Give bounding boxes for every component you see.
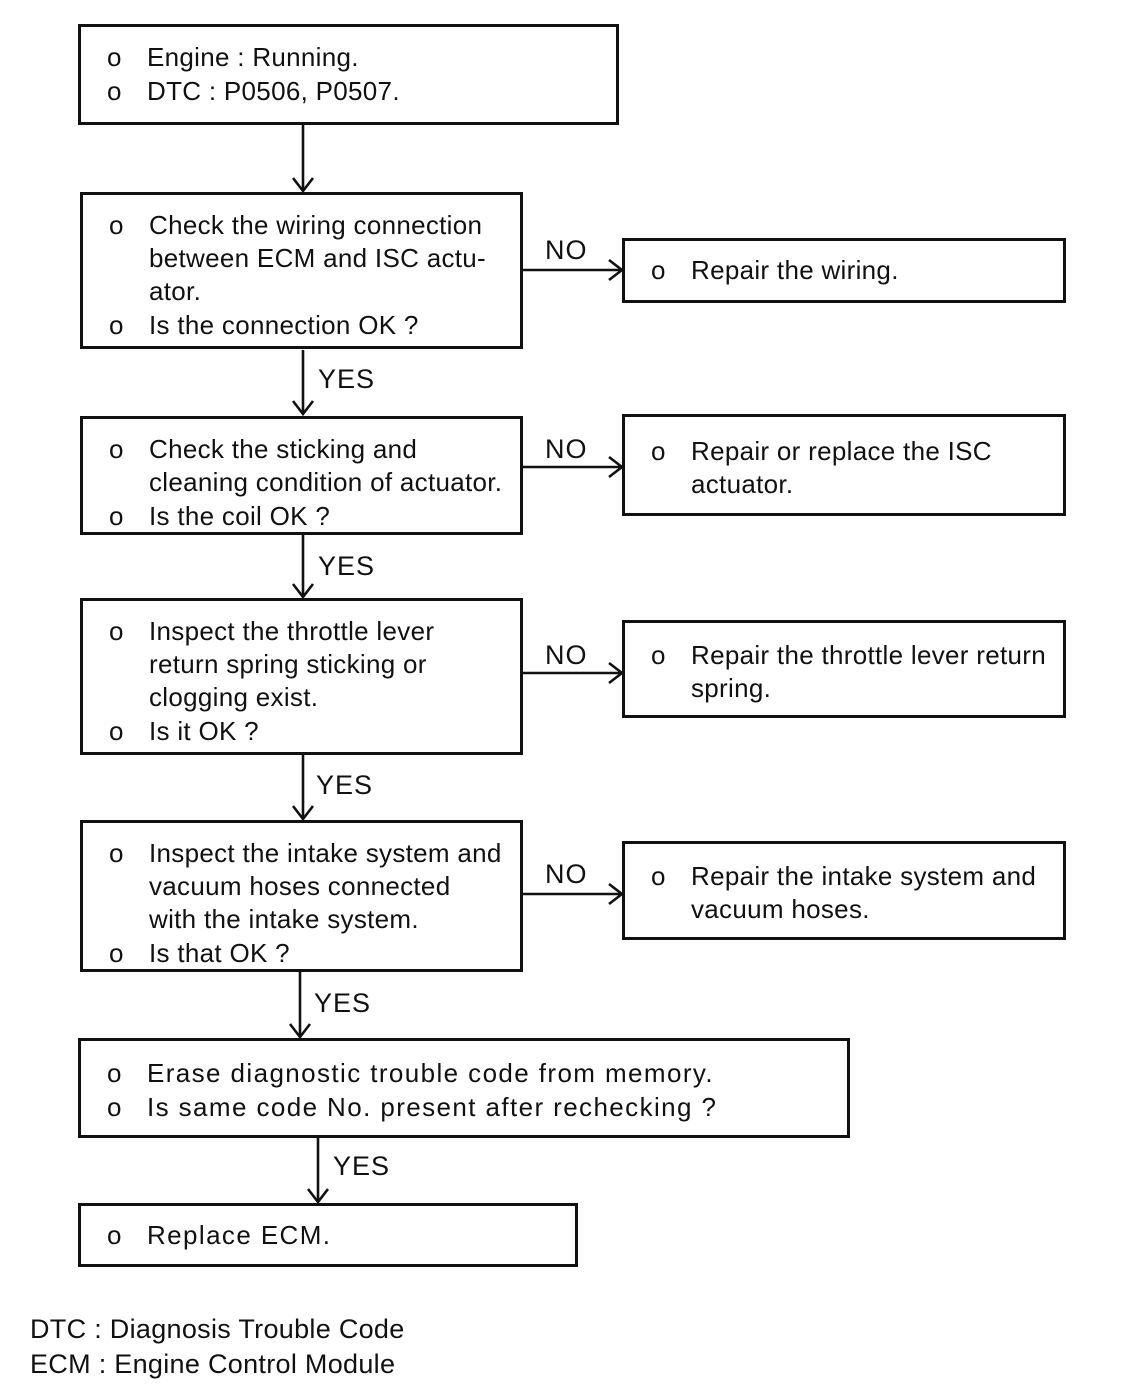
bullet-marker: o [109, 310, 124, 340]
yes-label-2: YES [318, 551, 376, 581]
step-4-text-1: Inspect the intake system and vacuum hos… [149, 838, 502, 934]
end-box: o Replace ECM. [78, 1203, 578, 1267]
bullet-marker: o [109, 938, 124, 968]
bullet-line: o Is same code No. present after recheck… [103, 1091, 839, 1124]
right-arrow-icon [523, 882, 625, 906]
step-2-box: o Check the sticking and cleaning condit… [80, 416, 523, 535]
no-label-3: NO [545, 640, 588, 670]
yes-label-1: YES [318, 364, 376, 394]
bullet-marker: o [107, 76, 122, 106]
bullet-line: o Repair the intake system and vacuum ho… [647, 860, 1055, 926]
step-1-text-1: Check the wiring connection between ECM … [149, 210, 486, 306]
bullet-marker: o [107, 1058, 123, 1088]
bullet-marker: o [651, 861, 666, 891]
bullet-line: o Is it OK ? [105, 715, 512, 748]
yes-label-4: YES [314, 988, 372, 1018]
bullet-line: o Is the coil OK ? [105, 500, 512, 533]
down-arrow-icon [291, 755, 315, 822]
step-4-box: o Inspect the intake system and vacuum h… [80, 820, 523, 972]
step-5-text-2: Is same code No. present after recheckin… [147, 1092, 718, 1122]
bullet-line: o Inspect the intake system and vacuum h… [105, 837, 512, 936]
step-3-text-1: Inspect the throttle lever return spring… [149, 616, 435, 712]
no-label-1: NO [545, 235, 588, 265]
down-arrow-icon [288, 972, 312, 1040]
bullet-marker: o [651, 640, 666, 670]
bullet-line: o Repair the throttle lever return sprin… [647, 639, 1055, 705]
bullet-marker: o [109, 434, 124, 464]
step-1-text-2: Is the connection OK ? [149, 310, 419, 340]
bullet-line: o Check the wiring connection between EC… [105, 209, 512, 308]
right-arrow-icon [523, 455, 625, 479]
bullet-line: o Repair the wiring. [647, 254, 1055, 287]
step-2-text-1: Check the sticking and cleaning conditio… [149, 434, 503, 497]
action-4-box: o Repair the intake system and vacuum ho… [622, 841, 1066, 940]
bullet-marker: o [109, 210, 124, 240]
bullet-line: o Erase diagnostic trouble code from mem… [103, 1057, 839, 1090]
bullet-line: o Engine : Running. [103, 41, 608, 74]
down-arrow-icon [291, 535, 315, 600]
right-arrow-icon [523, 258, 625, 282]
bullet-line: o Inspect the throttle lever return spri… [105, 615, 512, 714]
step-5-box: o Erase diagnostic trouble code from mem… [78, 1038, 850, 1138]
bullet-marker: o [109, 501, 124, 531]
down-arrow-icon [306, 1138, 330, 1205]
bullet-marker: o [651, 436, 666, 466]
start-text-1: Engine : Running. [147, 42, 359, 72]
step-1-box: o Check the wiring connection between EC… [80, 192, 523, 349]
bullet-marker: o [109, 616, 124, 646]
step-3-box: o Inspect the throttle lever return spri… [80, 598, 523, 755]
bullet-marker: o [107, 42, 122, 72]
start-box: o Engine : Running. o DTC : P0506, P0507… [78, 24, 619, 125]
bullet-marker: o [109, 838, 124, 868]
action-3-text: Repair the throttle lever return spring. [691, 640, 1046, 703]
step-3-text-2: Is it OK ? [149, 716, 259, 746]
bullet-line: o Is the connection OK ? [105, 309, 512, 342]
bullet-line: o DTC : P0506, P0507. [103, 75, 608, 108]
action-1-text: Repair the wiring. [691, 255, 899, 285]
bullet-line: o Repair or replace the ISC actuator. [647, 435, 1055, 501]
bullet-line: o Replace ECM. [103, 1219, 567, 1252]
no-label-2: NO [545, 434, 588, 464]
start-text-2: DTC : P0506, P0507. [147, 76, 400, 106]
bullet-marker: o [107, 1219, 123, 1250]
action-2-text: Repair or replace the ISC actuator. [691, 436, 992, 499]
action-2-box: o Repair or replace the ISC actuator. [622, 414, 1066, 516]
legend-line-ecm: ECM : Engine Control Module [30, 1349, 396, 1379]
bullet-marker: o [107, 1092, 123, 1122]
action-3-box: o Repair the throttle lever return sprin… [622, 620, 1066, 718]
step-5-text-1: Erase diagnostic trouble code from memor… [147, 1058, 714, 1088]
bullet-marker: o [109, 716, 124, 746]
end-text: Replace ECM. [147, 1219, 332, 1250]
step-4-text-2: Is that OK ? [149, 938, 290, 968]
no-label-4: NO [545, 859, 588, 889]
action-1-box: o Repair the wiring. [622, 238, 1066, 303]
legend-line-dtc: DTC : Diagnosis Trouble Code [30, 1314, 405, 1344]
bullet-marker: o [651, 255, 666, 285]
yes-label-5: YES [333, 1151, 391, 1181]
bullet-line: o Is that OK ? [105, 937, 512, 970]
down-arrow-icon [291, 125, 315, 194]
action-4-text: Repair the intake system and vacuum hose… [691, 861, 1037, 924]
right-arrow-icon [523, 661, 625, 685]
step-2-text-2: Is the coil OK ? [149, 501, 331, 531]
bullet-line: o Check the sticking and cleaning condit… [105, 433, 512, 499]
yes-label-3: YES [316, 770, 374, 800]
legend: DTC : Diagnosis Trouble Code ECM : Engin… [30, 1312, 405, 1382]
down-arrow-icon [291, 350, 315, 417]
